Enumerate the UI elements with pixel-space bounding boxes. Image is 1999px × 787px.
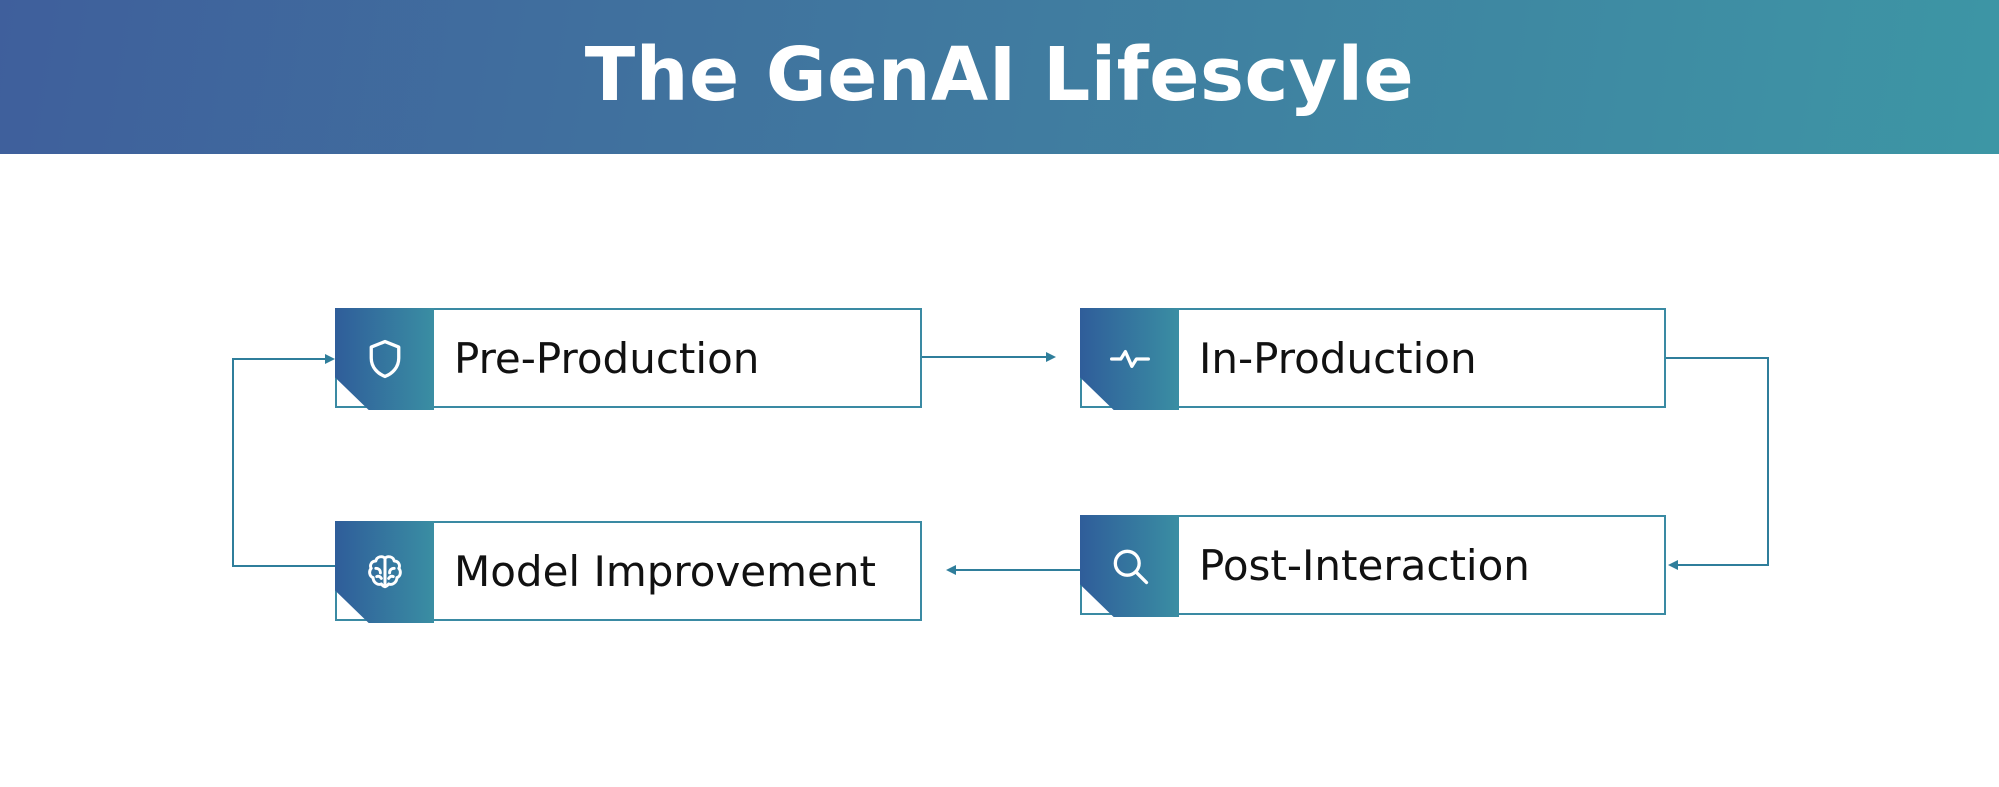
stage-label-post-interaction: Post-Interaction (1199, 540, 1530, 590)
stage-label-pre-production: Pre-Production (454, 333, 760, 383)
stage-icon-block (335, 308, 434, 410)
stage-icon-block (335, 521, 434, 623)
pulse-icon (1109, 350, 1150, 368)
stage-card-model-improvement: Model Improvement (335, 521, 922, 623)
stage-card-in-production: In-Production (1080, 308, 1666, 410)
arrow-in-to-post (1665, 357, 1769, 570)
search-icon (1113, 549, 1148, 585)
stage-card-pre-production: Pre-Production (335, 308, 922, 410)
stage-icon-block (1080, 515, 1179, 617)
brain-icon (367, 555, 402, 589)
stage-label-model-improvement: Model Improvement (454, 546, 876, 596)
stage-card-post-interaction: Post-Interaction (1080, 515, 1666, 617)
arrow-model-to-pre (232, 354, 337, 567)
page-title: The GenAI Lifescyle (584, 32, 1415, 118)
shield-icon (369, 339, 400, 379)
stage-icon-block (1080, 308, 1179, 410)
header-banner: The GenAI Lifescyle (0, 0, 1999, 154)
stage-label-in-production: In-Production (1199, 333, 1477, 383)
